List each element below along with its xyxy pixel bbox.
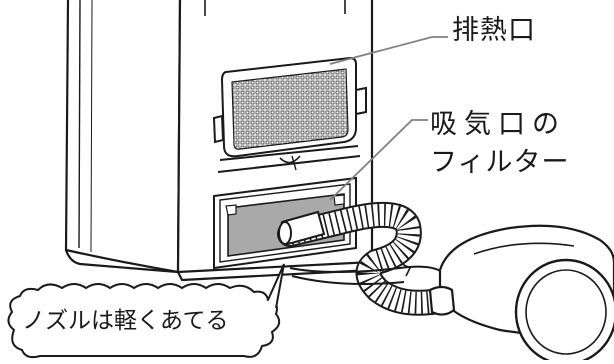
tip-bubble [7,263,285,359]
vacuum-cleaner-illustration [428,224,614,364]
vacuum-hose-illustration [277,201,445,316]
intake-filter-label-line2: フィルター [430,147,570,178]
tip-bubble-text: ノズルは軽くあてる [22,308,229,334]
leader-lines [329,36,448,201]
exhaust-port-label: 排熱口 [452,15,536,46]
exhaust-port-grille [212,56,367,173]
intake-filter-label-line1: 吸気口の [430,109,566,140]
